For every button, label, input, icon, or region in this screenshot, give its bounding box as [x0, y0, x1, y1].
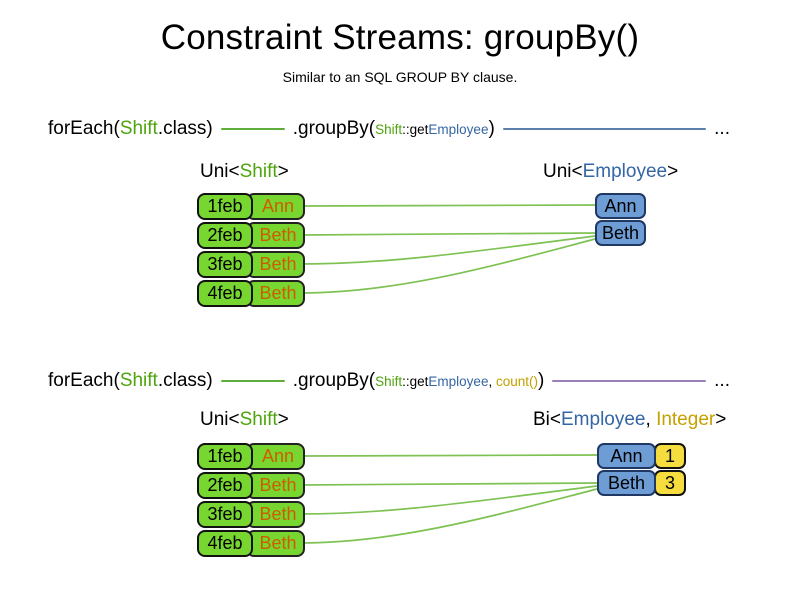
code-class-shift: Shift — [119, 118, 158, 139]
label-type-employee: Employee — [561, 409, 646, 430]
uni-shift-label-2: Uni<Shift> — [200, 409, 289, 431]
shift-employee-cell: Beth — [246, 222, 305, 249]
code-foreach-open: forEach( — [48, 118, 120, 139]
shift-employee-cell: Ann — [246, 443, 305, 470]
stream-segment-green — [220, 380, 285, 382]
shift-row: 1feb Ann — [197, 193, 305, 220]
label-type-shift: Shift — [239, 409, 278, 430]
group-count-box: 1 — [654, 443, 686, 469]
shift-date-cell: 1feb — [197, 193, 253, 220]
shift-row: 4feb Beth — [197, 280, 305, 307]
code-arg-employee: Employee — [428, 121, 489, 137]
shift-date-cell: 3feb — [197, 501, 253, 528]
code-groupby-open: .groupBy( — [292, 370, 376, 391]
label-type-integer: Integer — [656, 409, 716, 430]
group-count-box: 3 — [654, 470, 686, 496]
code-ellipsis: ... — [714, 118, 730, 139]
connector-line — [299, 204, 596, 207]
shift-employee-cell: Beth — [246, 251, 305, 278]
shift-date-cell: 4feb — [197, 280, 253, 307]
shift-employee-cell: Ann — [246, 193, 305, 220]
connector-line — [299, 232, 596, 236]
code-line-groupby-2: forEach(Shift.class) .groupBy(Shift::get… — [48, 369, 730, 393]
group-employee-box: Beth — [595, 220, 646, 246]
label-open: Bi< — [533, 409, 561, 430]
shift-date-cell: 4feb — [197, 530, 253, 557]
label-type-employee: Employee — [582, 161, 668, 182]
code-arg-count: count() — [495, 373, 539, 389]
code-groupby-open: .groupBy( — [292, 118, 376, 139]
code-line-groupby-1: forEach(Shift.class) .groupBy(Shift::get… — [48, 117, 730, 141]
shift-date-cell: 2feb — [197, 222, 253, 249]
connector-line — [299, 482, 598, 486]
group-employee-box: Ann — [597, 443, 656, 469]
shift-row: 3feb Beth — [197, 501, 305, 528]
stream-segment-blue — [502, 128, 707, 130]
shift-row: 3feb Beth — [197, 251, 305, 278]
code-arg-shift: Shift — [375, 373, 403, 389]
code-arg-shift: Shift — [375, 121, 403, 137]
code-foreach-close: .class) — [157, 118, 213, 139]
group-employee-box: Ann — [595, 193, 646, 219]
code-ellipsis: ... — [714, 370, 730, 391]
code-arg-getter: ::get — [402, 373, 429, 389]
label-close: > — [277, 161, 289, 182]
code-class-shift: Shift — [119, 370, 158, 391]
label-open: Uni< — [200, 409, 240, 430]
label-close: > — [667, 161, 679, 182]
group-employee-box: Beth — [597, 470, 656, 496]
shift-employee-cell: Beth — [246, 472, 305, 499]
code-arg-getter: ::get — [402, 121, 429, 137]
shift-date-cell: 1feb — [197, 443, 253, 470]
page-title: Constraint Streams: groupBy() — [160, 18, 640, 57]
shift-row: 4feb Beth — [197, 530, 305, 557]
shift-row: 2feb Beth — [197, 222, 305, 249]
label-open: Uni< — [543, 161, 583, 182]
connector-line — [299, 454, 598, 457]
shift-row: 1feb Ann — [197, 443, 305, 470]
connector-line — [299, 488, 598, 544]
connector-line — [299, 235, 596, 265]
page-subtitle: Similar to an SQL GROUP BY clause. — [282, 69, 518, 85]
label-separator: , — [645, 409, 657, 430]
shift-employee-cell: Beth — [246, 501, 305, 528]
code-foreach-close: .class) — [157, 370, 213, 391]
shift-date-cell: 2feb — [197, 472, 253, 499]
label-close: > — [715, 409, 727, 430]
code-arg-separator: , — [488, 373, 496, 389]
label-close: > — [277, 409, 289, 430]
code-groupby-close: ) — [488, 118, 495, 139]
connector-line — [299, 238, 596, 294]
shift-employee-cell: Beth — [246, 280, 305, 307]
shift-row: 2feb Beth — [197, 472, 305, 499]
code-groupby-close: ) — [538, 370, 545, 391]
code-arg-employee: Employee — [428, 373, 489, 389]
label-open: Uni< — [200, 161, 240, 182]
label-type-shift: Shift — [239, 161, 278, 182]
stream-segment-green — [220, 128, 285, 130]
connector-line — [299, 485, 598, 515]
bi-employee-integer-label: Bi<Employee, Integer> — [533, 409, 726, 431]
shift-employee-cell: Beth — [246, 530, 305, 557]
uni-shift-label-1: Uni<Shift> — [200, 161, 289, 183]
uni-employee-label: Uni<Employee> — [543, 161, 678, 183]
shift-date-cell: 3feb — [197, 251, 253, 278]
stream-segment-purple — [552, 380, 707, 382]
code-foreach-open: forEach( — [48, 370, 120, 391]
